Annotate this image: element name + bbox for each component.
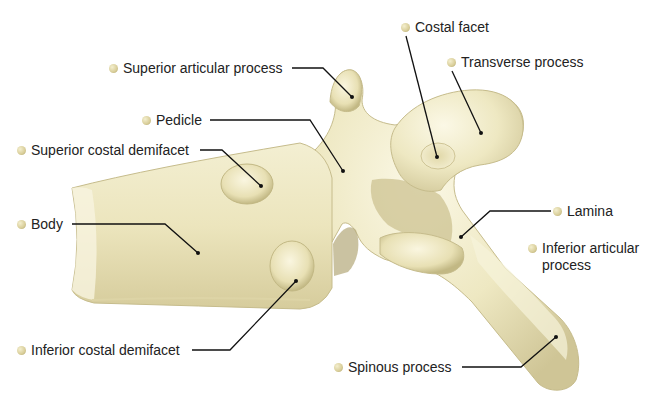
part-label: Superior articular process xyxy=(109,60,284,77)
part-label: Transverse process xyxy=(447,54,584,71)
leader-line xyxy=(461,211,551,237)
inferior-demifacet xyxy=(270,241,314,291)
leader-dot xyxy=(479,131,483,135)
part-name: Pedicle xyxy=(155,112,203,129)
leader-dot xyxy=(196,251,200,255)
notch-shadow xyxy=(333,227,358,276)
bullet-dot xyxy=(142,116,151,125)
leader-dot xyxy=(259,184,263,188)
superior-demifacet xyxy=(221,164,273,204)
bullet-dot xyxy=(17,220,26,229)
part-label: Inferior articular process xyxy=(528,240,655,274)
bullet-dot xyxy=(334,363,343,372)
part-name: Inferior costal demifacet xyxy=(30,342,181,359)
bullet-dot xyxy=(17,146,26,155)
part-name: Inferior articular process xyxy=(541,240,655,274)
bullet-dot xyxy=(553,207,562,216)
bullet-dot xyxy=(528,244,537,253)
part-label: Costal facet xyxy=(401,19,490,36)
leader-dot xyxy=(350,95,354,99)
part-label: Spinous process xyxy=(334,359,453,376)
leader-line xyxy=(210,120,343,171)
leader-lines xyxy=(72,36,556,367)
bullet-dot xyxy=(401,23,410,32)
leader-line xyxy=(292,68,352,97)
part-label: Superior costal demifacet xyxy=(17,142,190,159)
bullet-dot xyxy=(447,58,456,67)
leader-dot xyxy=(435,155,439,159)
leader-dots xyxy=(196,95,558,339)
leader-dot xyxy=(341,169,345,173)
part-name: Body xyxy=(30,216,64,233)
part-label: Pedicle xyxy=(142,112,203,129)
part-label: Body xyxy=(17,216,64,233)
part-name: Spinous process xyxy=(347,359,453,376)
leader-dot xyxy=(554,335,558,339)
leader-line xyxy=(192,281,296,350)
arch xyxy=(315,70,579,390)
leader-line xyxy=(406,36,437,157)
part-name: Transverse process xyxy=(460,54,584,71)
bullet-dot xyxy=(109,64,118,73)
leader-line xyxy=(452,71,481,133)
bullet-dot xyxy=(17,346,26,355)
body-end-face xyxy=(72,187,97,300)
part-name: Lamina xyxy=(566,203,614,220)
leader-line xyxy=(72,224,198,253)
leader-dot xyxy=(459,235,463,239)
part-name: Superior articular process xyxy=(122,60,284,77)
part-label: Inferior costal demifacet xyxy=(17,342,181,359)
part-name: Superior costal demifacet xyxy=(30,142,190,159)
costal-facet-hollow xyxy=(421,143,455,169)
leader-line xyxy=(200,150,261,186)
inferior-articular xyxy=(380,233,464,274)
part-label: Lamina xyxy=(553,203,614,220)
part-name: Costal facet xyxy=(414,19,490,36)
transverse xyxy=(391,90,523,192)
leader-line xyxy=(462,337,556,367)
leader-dot xyxy=(294,279,298,283)
